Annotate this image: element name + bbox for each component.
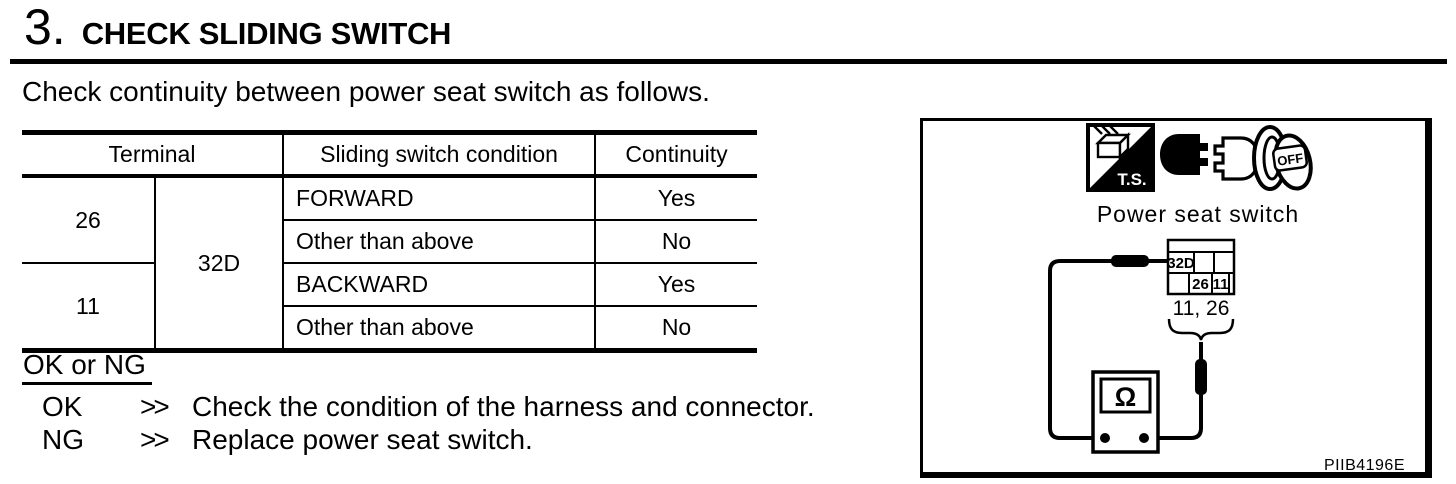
step-number: 3. — [24, 0, 66, 55]
pins-annotation: 11, 26 — [1173, 297, 1230, 320]
result-text: Check the condition of the harness and c… — [192, 391, 815, 422]
table-row: Other than above No — [22, 306, 757, 351]
meter-lead-right — [1144, 342, 1203, 440]
intro-text: Check continuity between power seat swit… — [22, 76, 710, 107]
ohm-symbol: Ω — [1115, 382, 1137, 412]
continuity-table-wrap: Terminal Sliding switch condition Contin… — [22, 130, 758, 353]
continuity-cell: Yes — [595, 263, 758, 307]
connector-pin-diagram: 32D 26 11 — [1166, 238, 1236, 296]
underbrace — [1167, 318, 1235, 341]
figure-code: PIIB4196E — [1324, 457, 1405, 472]
meter-terminal-right — [1139, 433, 1149, 443]
result-label: NG — [42, 424, 84, 455]
condition-cell: Other than above — [283, 306, 597, 351]
continuity-cell: No — [595, 220, 758, 264]
meter-lead-left — [1048, 259, 1168, 440]
test-leads — [1048, 259, 1203, 440]
result-list: OK >> Check the condition of the harness… — [42, 390, 815, 456]
continuity-cell: No — [661, 314, 692, 340]
connector-label: 32D — [1167, 255, 1195, 272]
off-icon-label: OFF — [1276, 150, 1304, 168]
pin-11-cell: 11 — [1213, 276, 1229, 293]
condition-cell: Other than above — [283, 220, 597, 264]
table-row: Other than above No — [22, 220, 758, 264]
connector-id-cell: 32D — [155, 176, 285, 351]
result-prompt-icon: >> — [140, 391, 170, 422]
page-title: CHECK SLIDING SWITCH — [81, 16, 452, 51]
disconnect-connector-icon — [1160, 134, 1260, 181]
ts-tester-icon: T.S. — [1086, 123, 1155, 192]
terminal-header: Terminal — [22, 132, 285, 178]
condition-cell: BACKWARD — [283, 263, 597, 307]
result-label: OK — [42, 391, 83, 422]
title-rule — [10, 59, 1447, 64]
table-row: 26 32D FORWARD Yes — [22, 176, 758, 351]
continuity-cell: Yes — [595, 176, 758, 221]
pin-26-cell: 26 — [1192, 276, 1209, 293]
ignition-off-icon: OFF — [1252, 125, 1313, 191]
ohmmeter: Ω — [1091, 370, 1160, 454]
condition-header: Sliding switch condition — [283, 132, 597, 178]
table-row: 11 BACKWARD Yes — [22, 263, 758, 351]
figure-caption: Power seat switch — [1097, 201, 1299, 227]
meter-terminal-left — [1100, 433, 1110, 443]
result-heading: OK or NG — [22, 349, 152, 385]
power-seat-switch-figure: T.S. OFF Power seat switch — [1048, 123, 1405, 472]
terminal-pin-cell: 11 — [22, 263, 156, 351]
probe-left — [1111, 255, 1149, 267]
result-prompt-icon: >> — [140, 424, 170, 455]
result-line-ng: NG >> Replace power seat switch. — [42, 423, 815, 456]
continuity-table: Terminal Sliding switch condition Contin… — [22, 130, 758, 353]
result-line-ok: OK >> Check the condition of the harness… — [42, 390, 815, 423]
probe-right — [1195, 359, 1207, 395]
result-text: Replace power seat switch. — [192, 424, 533, 455]
condition-cell: FORWARD — [283, 176, 597, 221]
terminal-pin-cell: 26 — [22, 176, 156, 264]
continuity-header: Continuity — [595, 132, 758, 178]
ts-icon-label: T.S. — [1117, 170, 1146, 189]
table-header-row: Terminal Sliding switch condition Contin… — [22, 132, 758, 178]
step-header: 3. CHECK SLIDING SWITCH — [24, 2, 451, 52]
figure-box: T.S. OFF Power seat switch — [920, 118, 1432, 478]
